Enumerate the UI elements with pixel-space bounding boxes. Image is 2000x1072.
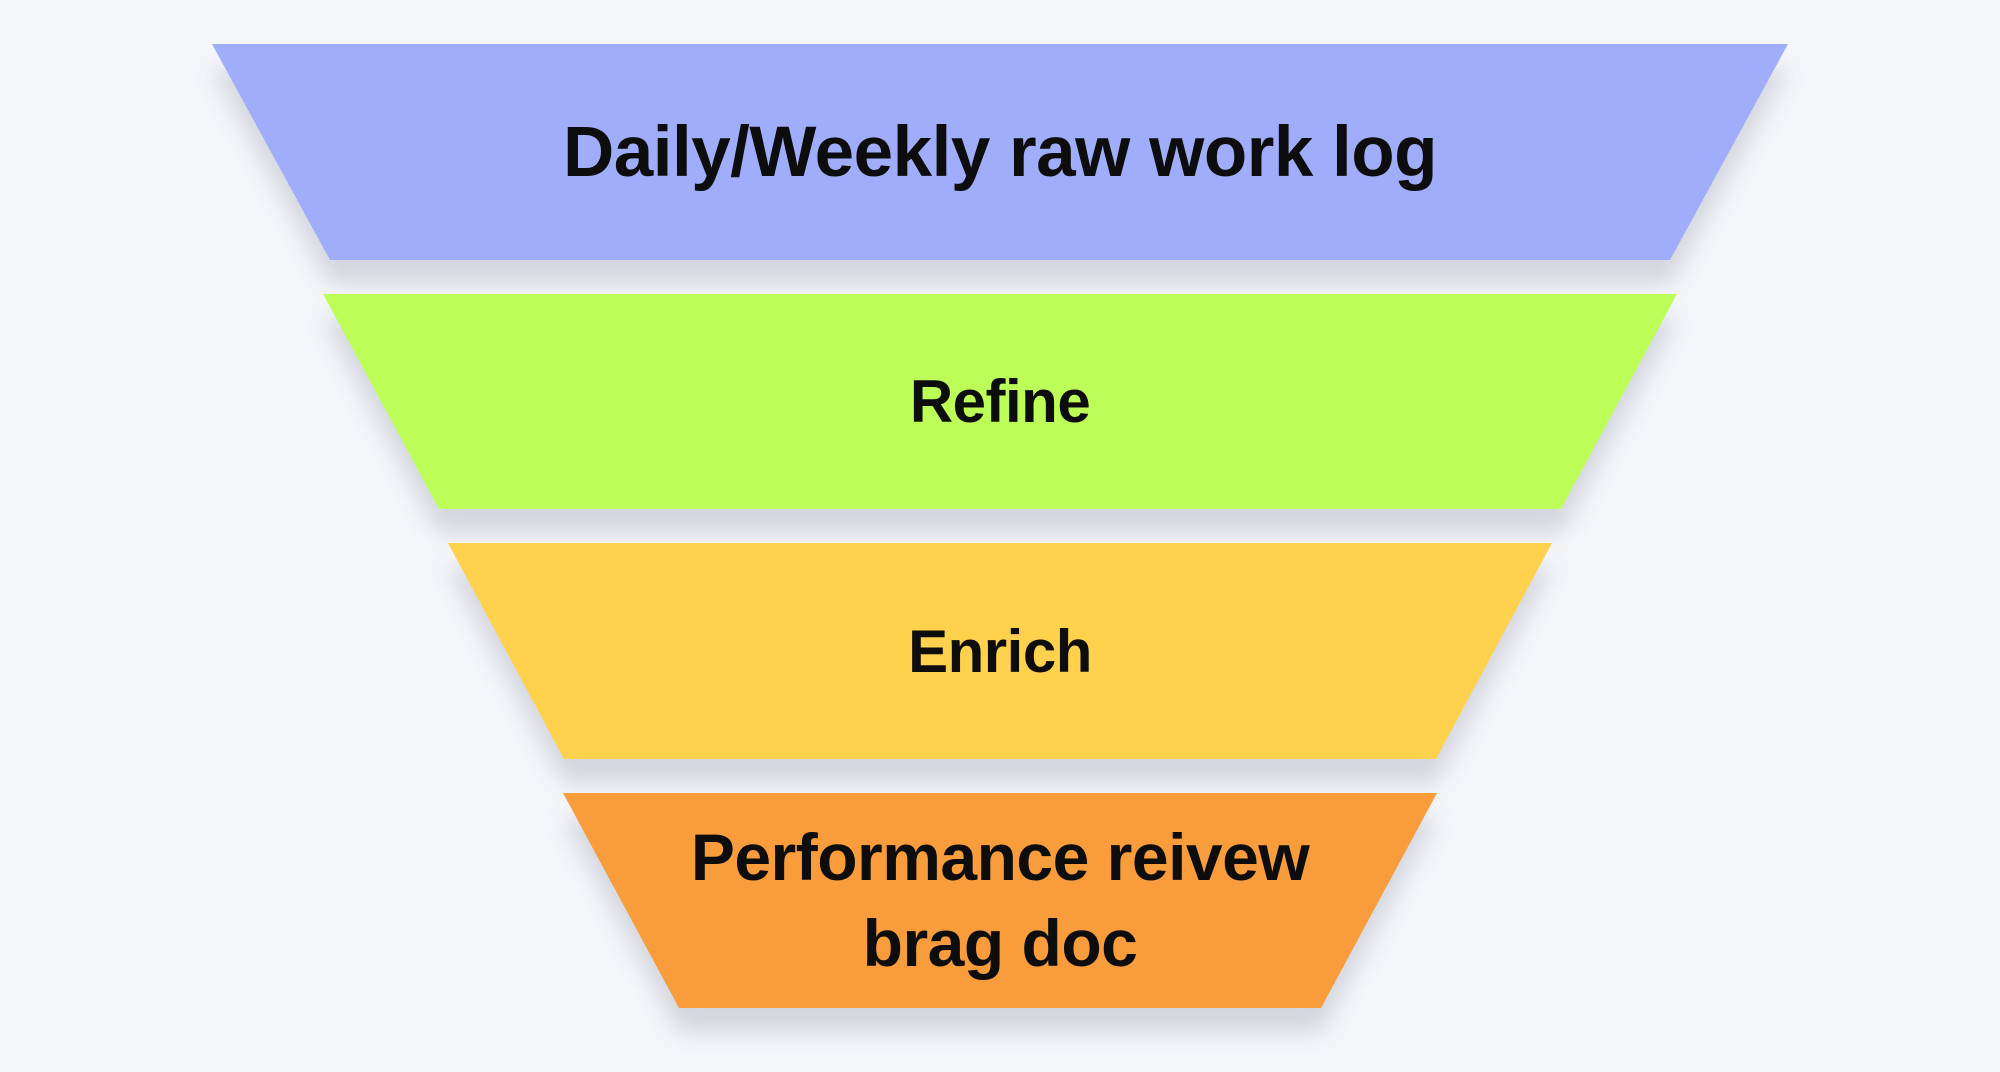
tier-label-line: Performance reivew [690, 819, 1310, 894]
funnel-tier-refine: Refine [323, 294, 1677, 509]
funnel-tier-enrich: Enrich [448, 543, 1552, 759]
funnel-tier-raw-work-log: Daily/Weekly raw work log [212, 44, 1788, 260]
tier-label-line: Daily/Weekly raw work log [562, 112, 1438, 192]
funnel-tier-brag-doc-shape: Performance reivew brag doc [563, 793, 1437, 1008]
funnel-tier-brag-doc-label: Performance reivew brag doc [691, 815, 1309, 987]
funnel-tier-refine-label: Refine [910, 367, 1090, 436]
funnel-tier-raw-work-log-label: Daily/Weekly raw work log [563, 112, 1437, 193]
tier-label-line: Enrich [908, 617, 1092, 685]
funnel-tier-enrich-shape: Enrich [448, 543, 1552, 759]
tier-label-line: Refine [909, 368, 1091, 435]
funnel-tier-refine-shape: Refine [323, 294, 1677, 509]
funnel-tier-raw-work-log-shape: Daily/Weekly raw work log [212, 44, 1788, 260]
funnel-tier-enrich-label: Enrich [908, 617, 1092, 686]
funnel-tier-brag-doc: Performance reivew brag doc [563, 793, 1437, 1008]
tier-label-line: brag doc [862, 905, 1138, 980]
